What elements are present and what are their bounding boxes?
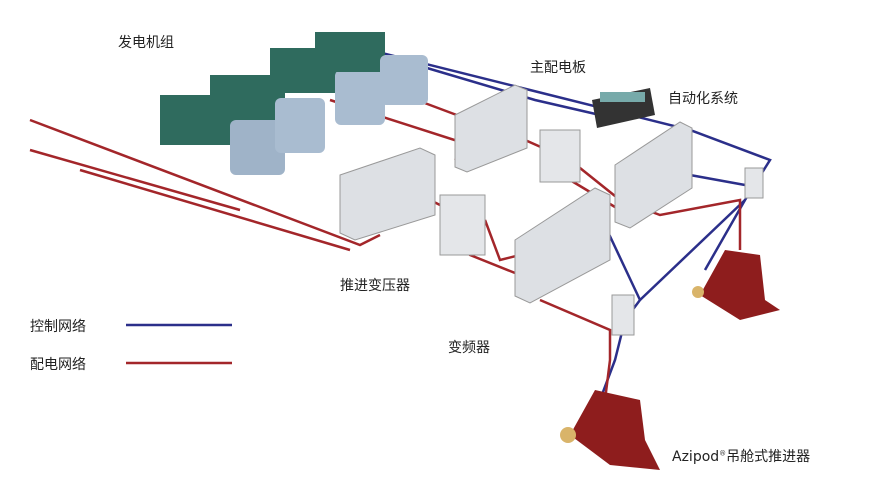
legend-power-label: 配电网络	[30, 357, 86, 373]
vfd-1	[514, 187, 611, 304]
transformer-2	[539, 129, 581, 183]
generator-4	[315, 32, 428, 105]
automation-consoles	[592, 88, 655, 128]
generator-1	[160, 95, 285, 175]
control-network-lines	[329, 38, 772, 401]
label-main-switchboard: 主配电板	[530, 60, 586, 76]
legend-control-label: 控制网络	[30, 319, 86, 335]
azipod-brand: Azipod	[672, 449, 720, 465]
azipod-thruster-2	[560, 390, 660, 470]
label-automation: 自动化系统	[668, 91, 738, 107]
azipod-thruster-1	[692, 250, 780, 320]
label-azipod: Azipod®吊舱式推进器	[672, 446, 810, 466]
transformer-1	[439, 194, 486, 256]
control-box-1	[744, 167, 764, 199]
switchboard-2	[454, 84, 528, 173]
label-vfd: 变频器	[448, 340, 490, 356]
label-generators: 发电机组	[118, 35, 174, 51]
vfd-2	[614, 121, 693, 229]
azipod-description: 吊舱式推进器	[726, 449, 811, 465]
generator-sets	[160, 32, 428, 175]
label-transformer: 推进变压器	[340, 278, 410, 294]
power-network-lines	[29, 88, 742, 401]
control-box-2	[611, 294, 635, 336]
azipod-registered-mark: ®	[719, 449, 727, 458]
switchboard-1	[339, 147, 436, 241]
